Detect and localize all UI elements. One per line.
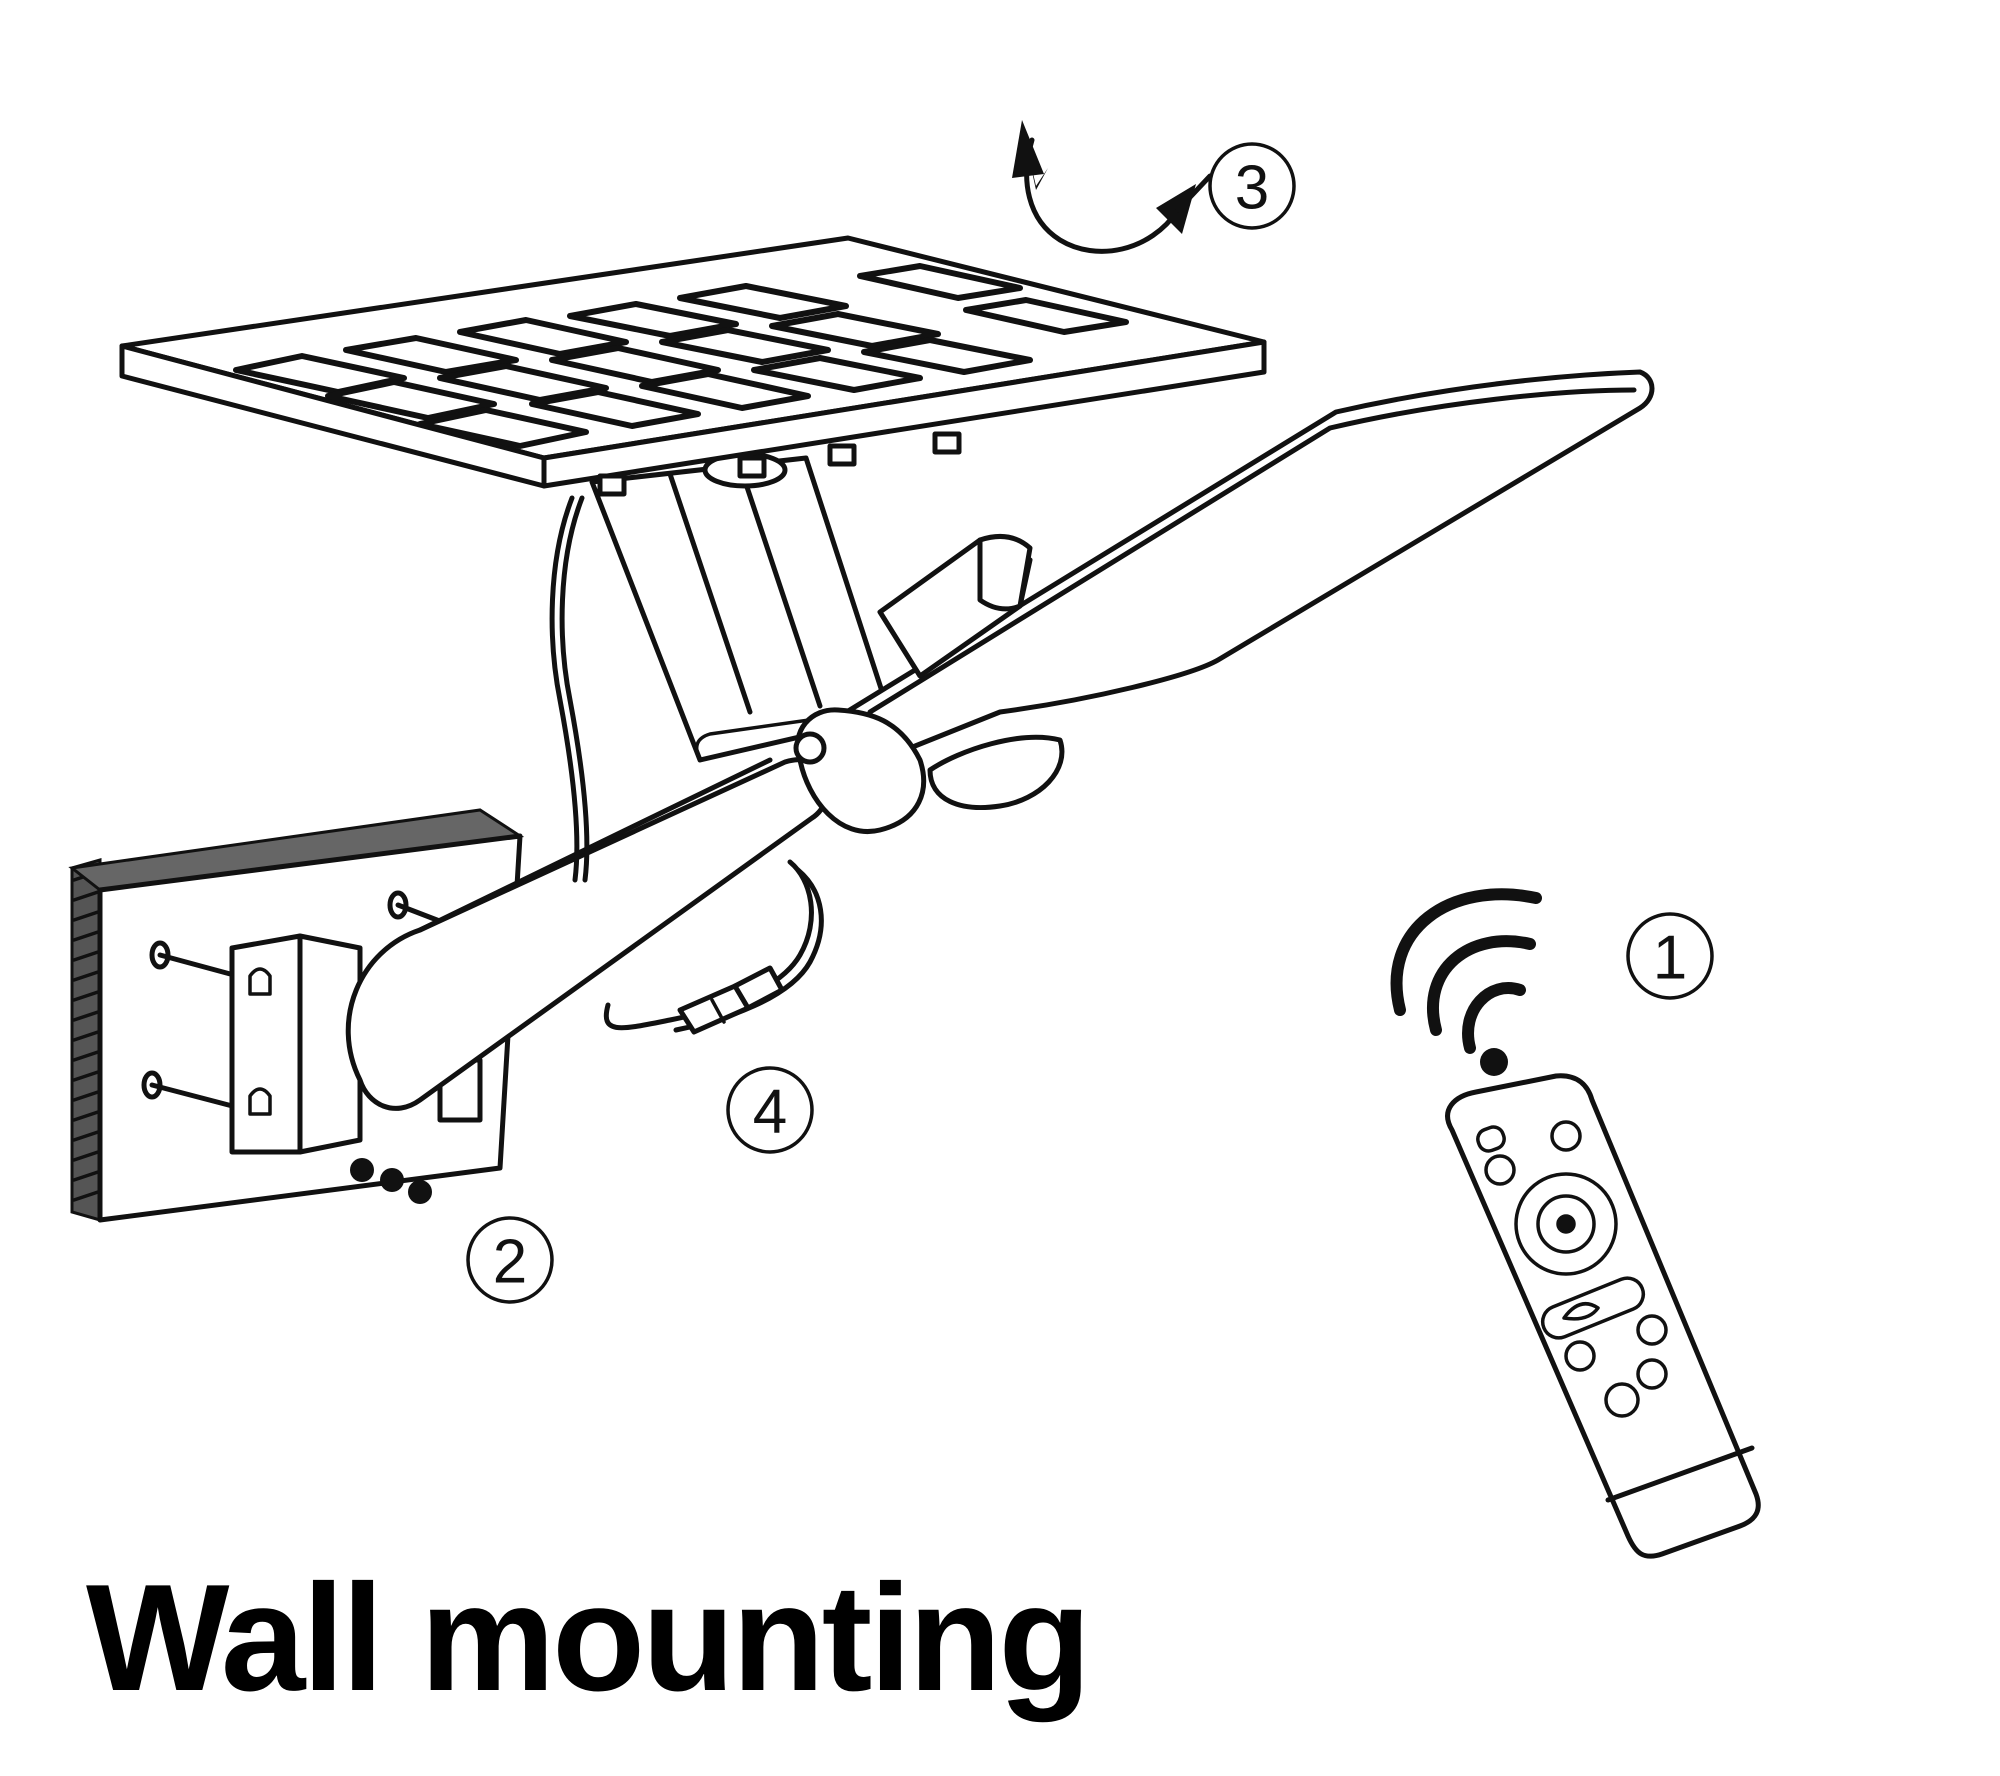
callout-bolts: 2 xyxy=(466,1216,554,1304)
bolt-icon xyxy=(350,1158,374,1182)
rotation-arrow-icon xyxy=(1012,120,1213,254)
wall-bolts xyxy=(141,890,453,1204)
street-light-head-icon xyxy=(793,369,1655,834)
callout-connector-label: 4 xyxy=(753,1078,787,1147)
callout-bolts-label: 2 xyxy=(493,1228,527,1297)
callout-rotation-label: 3 xyxy=(1235,154,1269,223)
page-title: Wall mounting xyxy=(86,1553,1091,1723)
callout-panel-rotation: 3 xyxy=(1208,142,1296,230)
wireless-signal-icon xyxy=(1390,888,1542,1076)
callout-connector: 4 xyxy=(726,1066,814,1154)
callout-remote: 1 xyxy=(1626,912,1714,1000)
remote-control-icon xyxy=(1445,1073,1761,1559)
cable-connector-icon xyxy=(677,965,785,1035)
solar-panel-icon xyxy=(119,235,1267,497)
callout-remote-label: 1 xyxy=(1653,924,1687,993)
